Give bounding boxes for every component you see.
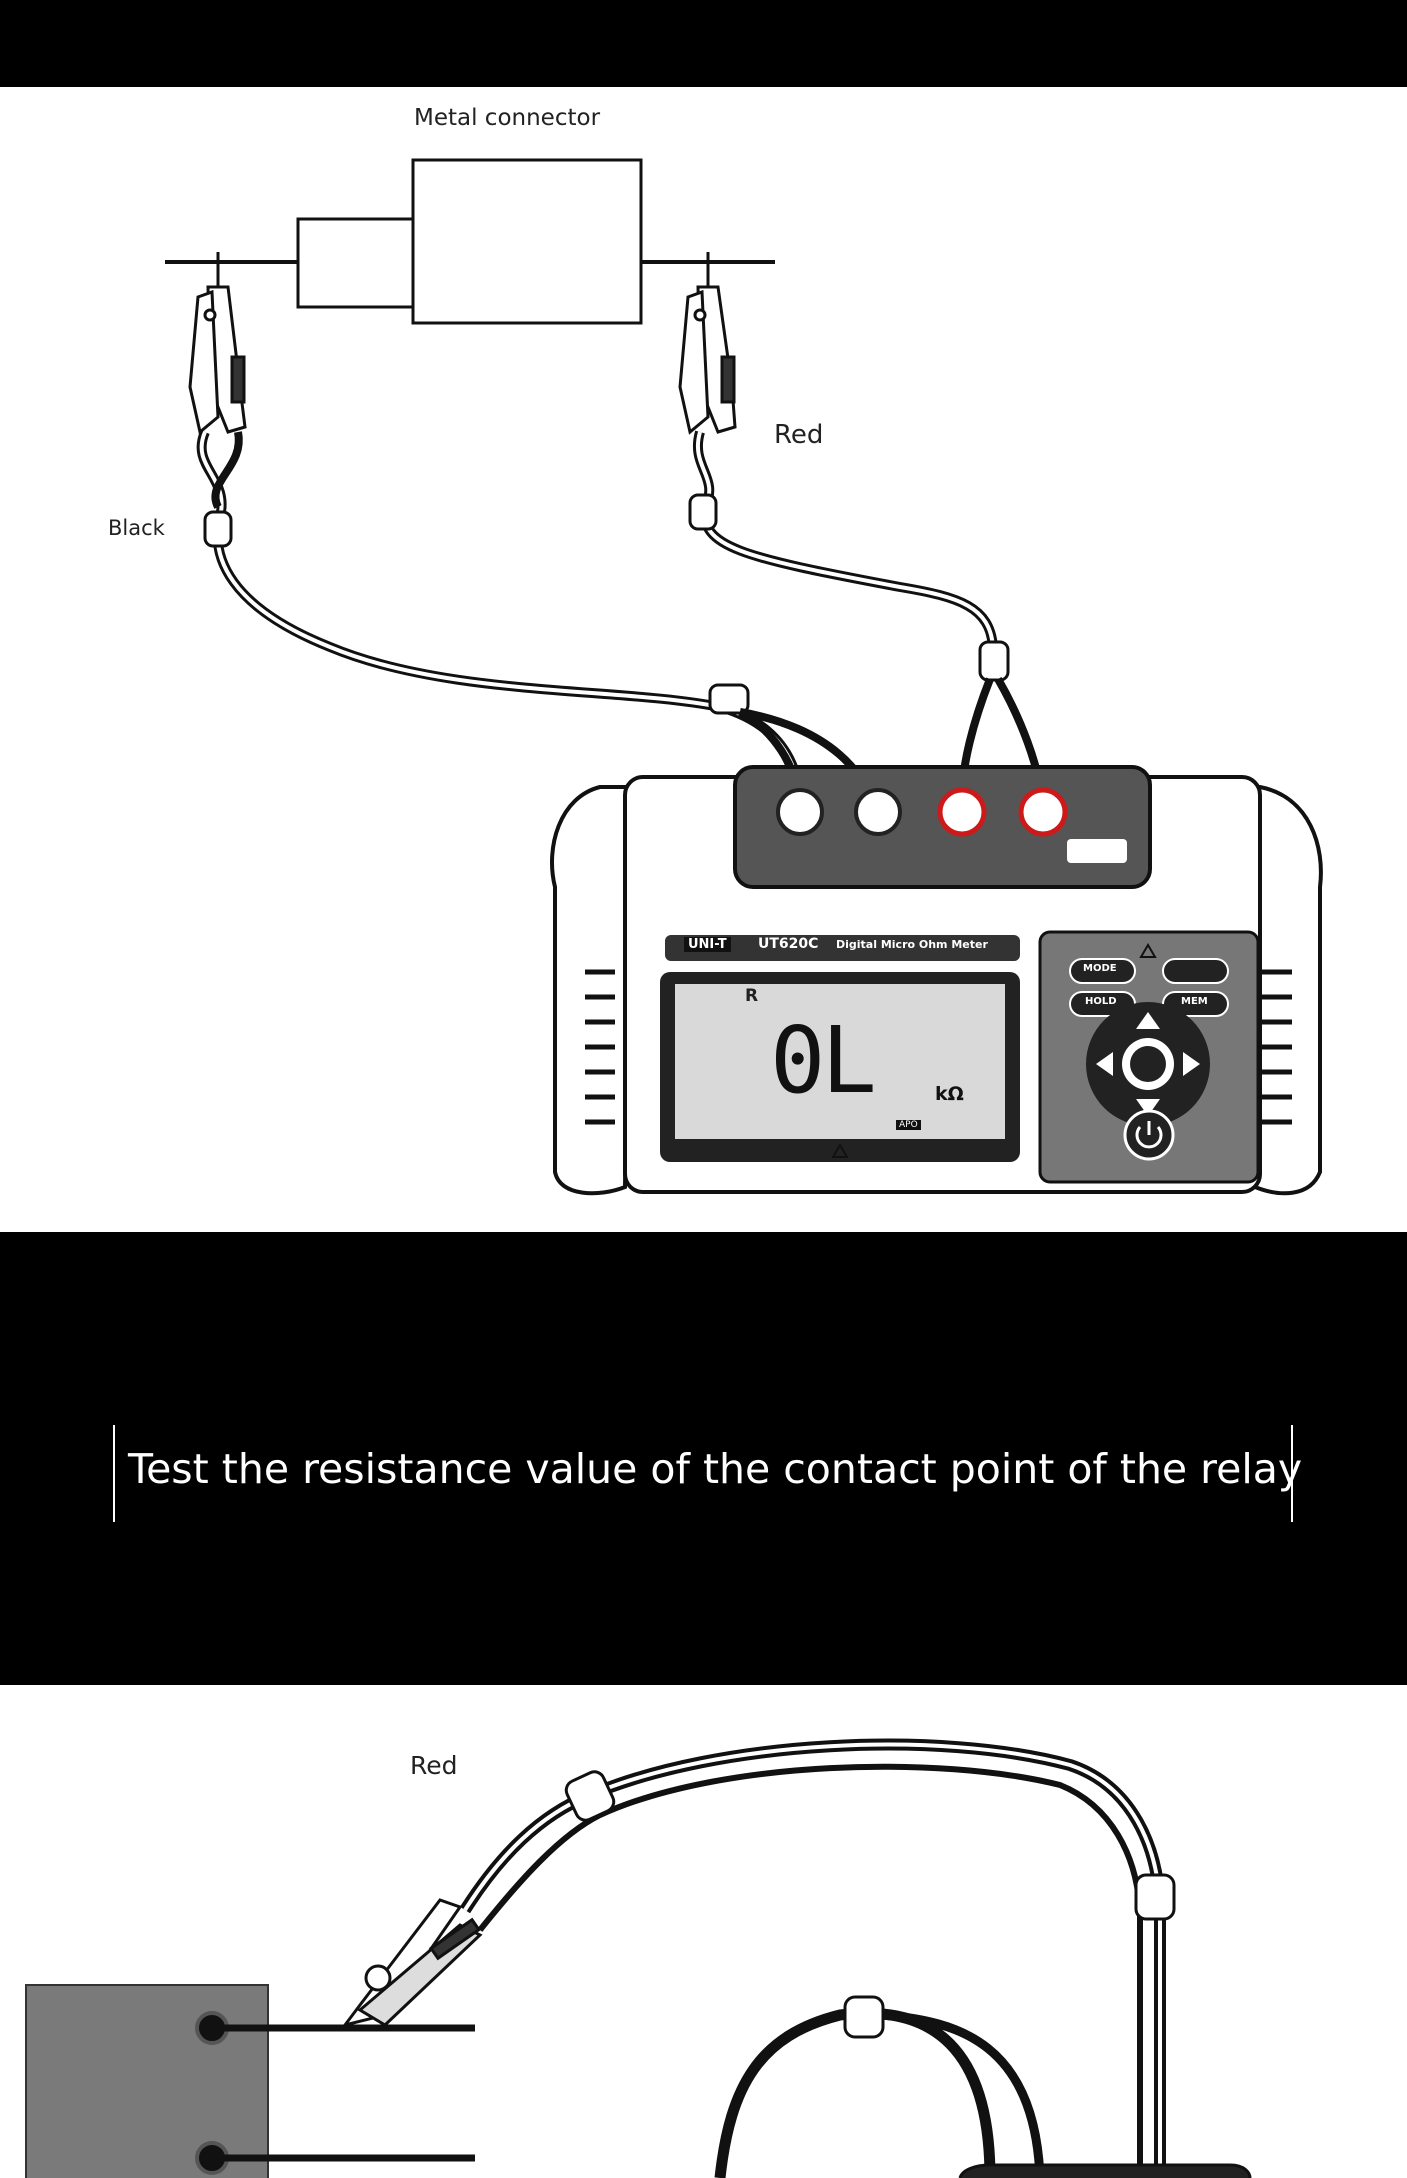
bottom-red-clip xyxy=(341,1898,483,2028)
caption-text: Test the resistance value of the contact… xyxy=(128,1445,1303,1493)
usb-port xyxy=(1067,839,1127,863)
meter-name: Digital Micro Ohm Meter xyxy=(836,938,988,951)
metal-connector-body xyxy=(411,158,643,325)
red-lead-sleeve xyxy=(688,493,718,531)
micro-ohm-meter xyxy=(550,765,1323,1196)
bottom-red-lead-outer xyxy=(459,1738,1166,2178)
top-band xyxy=(0,0,1407,87)
red-clip xyxy=(678,252,737,435)
red-lead-outer xyxy=(693,430,998,648)
lcd-reading: 0L xyxy=(770,1007,877,1114)
red-split-sleeve xyxy=(978,640,1010,682)
relay-test-diagram xyxy=(25,1738,1252,2178)
lcd-apo: APO xyxy=(896,1120,921,1130)
red-lead-label: Red xyxy=(774,420,824,450)
bottom-red-lead-label: Red xyxy=(410,1751,458,1780)
connector-small-body xyxy=(296,217,415,309)
black-split-sleeve xyxy=(708,683,750,715)
connector-test-diagram xyxy=(165,158,1323,1196)
right-grip xyxy=(1247,785,1323,1196)
lcd-screen xyxy=(675,984,1005,1139)
mode-key-label[interactable]: MODE xyxy=(1083,963,1117,974)
bottom-red-sleeve xyxy=(564,1770,616,1822)
mode-key xyxy=(1069,958,1136,984)
black-clip xyxy=(188,252,247,435)
black-lead-label: Black xyxy=(108,516,165,540)
caption-band xyxy=(0,1232,1407,1685)
terminal-3 xyxy=(937,787,987,837)
warning-icon xyxy=(1139,943,1157,958)
top-diagram-panel: Metal connector Red Black UNI-T UT620C D… xyxy=(0,87,1407,1232)
black-lead-sleeve xyxy=(203,510,233,548)
terminal-2 xyxy=(854,788,902,836)
lcd-mode-indicator: R xyxy=(745,986,759,1006)
terminal-4 xyxy=(1018,787,1068,837)
brand-strip xyxy=(665,935,1020,961)
terminal-1 xyxy=(776,788,824,836)
bottom-black-lead xyxy=(714,2007,996,2178)
bottom-meter-edge xyxy=(958,2163,1252,2178)
mem-key-label[interactable]: MEM xyxy=(1181,996,1208,1007)
right-grip-ribs xyxy=(1262,969,1292,1125)
backlight-key xyxy=(1162,958,1229,984)
power-icon xyxy=(1135,1126,1163,1149)
left-grip xyxy=(550,785,633,1196)
meter-brand: UNI-T xyxy=(684,937,731,952)
bottom-black-sleeve xyxy=(843,1995,885,2039)
caption-frame xyxy=(113,1425,1293,1522)
left-grip-ribs xyxy=(585,969,615,1125)
metal-connector-label: Metal connector xyxy=(414,105,601,131)
meter-model: UT620C xyxy=(758,936,819,952)
hold-key-label[interactable]: HOLD xyxy=(1085,996,1117,1007)
bottom-diagram-panel: Red xyxy=(0,1685,1407,2178)
relay-block xyxy=(25,1984,269,2178)
lcd-unit: kΩ xyxy=(935,1083,964,1105)
bottom-red-split-sleeve xyxy=(1134,1873,1176,1921)
lcd-warning-icon xyxy=(831,1143,849,1158)
